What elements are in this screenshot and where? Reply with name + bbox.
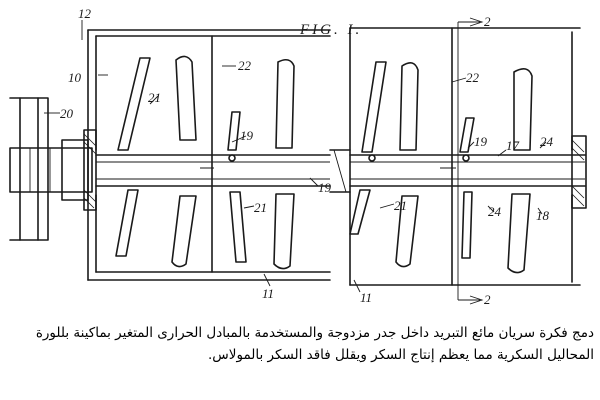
trough-left: [87, 29, 331, 281]
blades-right: [349, 61, 533, 274]
figure-title: FIG. I.: [299, 22, 362, 38]
label-21-right: 21: [394, 198, 407, 213]
drawing-svg: FIG. I. 12 10 20 21 22 19 19 21 11 11 2 …: [9, 6, 587, 307]
label-10: 10: [68, 70, 82, 85]
label-section-top: 2: [484, 14, 491, 29]
label-19-left: 19: [240, 128, 254, 143]
label-24-top: 24: [540, 134, 554, 149]
shaft: [95, 149, 586, 193]
label-24-bottom: 24: [488, 204, 502, 219]
label-18: 18: [536, 208, 550, 223]
label-12: 12: [78, 6, 92, 21]
bearing-right: [571, 135, 587, 209]
label-19-right: 19: [474, 134, 488, 149]
label-section-bottom: 2: [484, 292, 491, 307]
label-11-right: 11: [360, 290, 372, 305]
blades-left: [115, 55, 295, 270]
trough-right: [349, 27, 581, 286]
section-markers: [81, 17, 484, 305]
coolant-ports: [200, 154, 470, 169]
label-11-left: 11: [262, 286, 274, 301]
hatching: [83, 133, 585, 209]
label-21-top-left: 21: [148, 90, 161, 105]
drive-motor: [9, 97, 97, 241]
label-20: 20: [60, 106, 74, 121]
leader-lines: [44, 65, 547, 293]
label-22-left: 22: [238, 58, 252, 73]
label-17: 17: [506, 138, 520, 153]
caption-text: دمج فكرة سريان مائع التبريد داخل جدر مزد…: [35, 325, 594, 363]
label-21-bottom-left: 21: [254, 200, 267, 215]
patent-drawing: FIG. I. 12 10 20 21 22 19 19 21 11 11 2 …: [9, 6, 587, 307]
label-22-right: 22: [466, 70, 480, 85]
label-19-center: 19: [318, 180, 332, 195]
